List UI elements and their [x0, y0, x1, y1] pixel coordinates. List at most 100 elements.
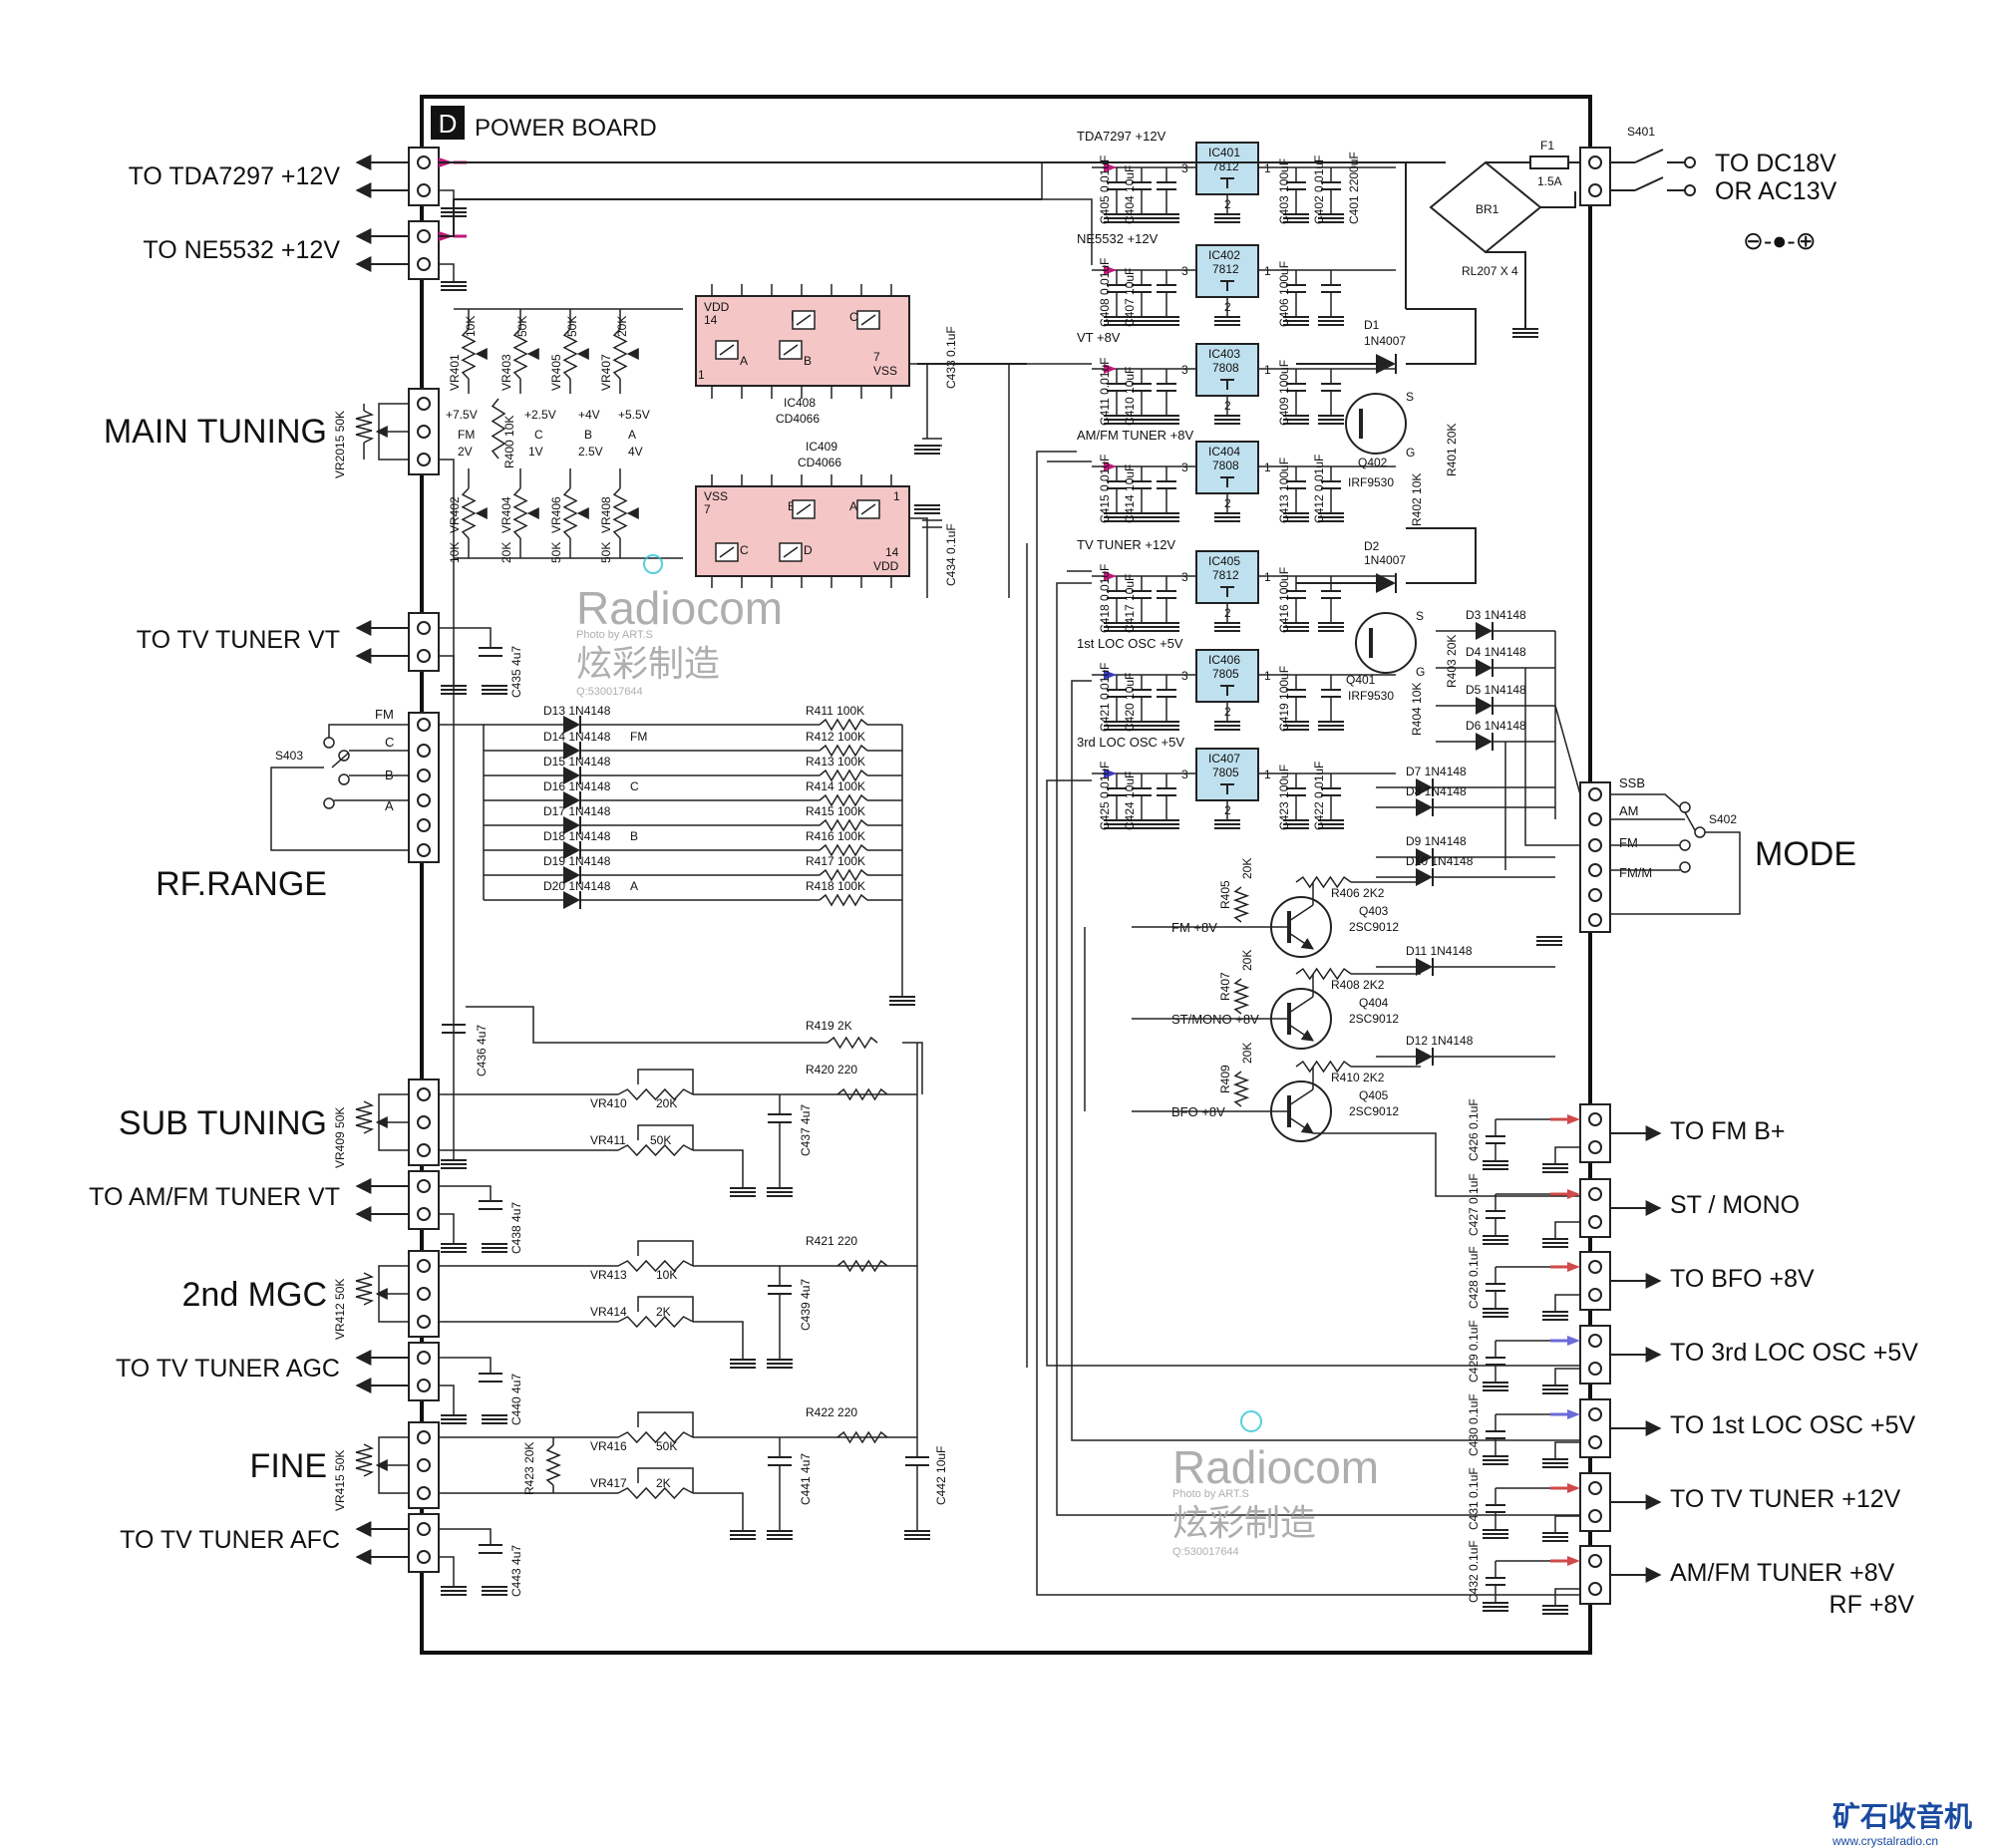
svg-text:C: C [385, 735, 394, 750]
tuning-chain: R419 2K R420 220 R421 220 R422 220 VR410… [439, 1006, 948, 1531]
watermark-1: Radiocom Photo by ART.S 炫彩制造 Q:530017644 [576, 554, 783, 698]
svg-text:Radiocom: Radiocom [576, 582, 783, 634]
footer-logo: 矿石收音机 [1832, 1800, 1972, 1832]
preset-pot-top-value: 50K [515, 316, 529, 337]
vr412-label: VR412 50K [333, 1279, 347, 1340]
sub-tuning-label: SUB TUNING [119, 1104, 327, 1142]
svg-text:C: C [849, 310, 858, 324]
svg-text:+2.5V: +2.5V [524, 408, 556, 422]
regulator-cap: C404 10uF [1123, 165, 1137, 224]
svg-text:C436 4u7: C436 4u7 [475, 1025, 489, 1077]
range-diode-tag: B [630, 829, 638, 843]
transistor-part: 2SC9012 [1349, 1104, 1399, 1118]
svg-text:A: A [849, 499, 857, 513]
svg-text:C438 4u7: C438 4u7 [509, 1202, 523, 1254]
preset-pot-bottom-value: 10K [448, 542, 462, 563]
svg-text:TO 3rd LOC OSC +5V: TO 3rd LOC OSC +5V [1670, 1339, 1918, 1367]
svg-text:VR417: VR417 [590, 1476, 627, 1490]
svg-text:G: G [1406, 446, 1415, 460]
mode-diode: D3 1N4148 [1466, 608, 1526, 622]
ground-icon [1213, 512, 1241, 522]
svg-text:50K: 50K [650, 1133, 671, 1147]
svg-text:FM: FM [1619, 835, 1638, 850]
ground-icon [1541, 1163, 1569, 1173]
preset-pot-bottom: VR406 [549, 496, 563, 533]
vr409-label: VR409 50K [333, 1107, 347, 1168]
svg-text:C441 4u7: C441 4u7 [799, 1453, 813, 1505]
pin: 1 [1264, 363, 1271, 377]
svg-text:14: 14 [885, 545, 899, 559]
ground-icon [1153, 213, 1180, 223]
ground-icon [1317, 316, 1345, 326]
left-feed-wires [439, 161, 1042, 1587]
svg-text:VR414: VR414 [590, 1305, 627, 1319]
svg-text:VR413: VR413 [590, 1268, 627, 1282]
ground-icon [1482, 1160, 1509, 1170]
svg-text:S402: S402 [1709, 812, 1737, 826]
regulator-rail: TDA7297 +12V [1077, 129, 1166, 144]
ground-icon [1482, 1529, 1509, 1539]
transistor-base-value: 20K [1240, 1043, 1254, 1064]
ground-icon [1482, 1455, 1509, 1465]
mgc-label: 2nd MGC [182, 1276, 328, 1314]
range-diode: D17 1N4148 [543, 804, 611, 818]
mode-label: MODE [1755, 835, 1856, 873]
preset-pot-bottom: VR408 [599, 496, 613, 533]
ground-icon [1213, 415, 1241, 425]
range-diode: D18 1N4148 [543, 829, 611, 843]
range-diode: D14 1N4148 [543, 730, 611, 744]
regulator-cap: C419 100uF [1277, 666, 1291, 732]
svg-text:F1: F1 [1540, 139, 1554, 153]
svg-text:IC409: IC409 [806, 440, 837, 454]
svg-text:BR1: BR1 [1476, 202, 1499, 216]
preset-pot-bottom-value: 20K [499, 542, 513, 563]
regulator-ref: IC401 [1208, 146, 1240, 159]
range-diode: D13 1N4148 [543, 704, 611, 718]
svg-text:R422 220: R422 220 [806, 1405, 857, 1419]
pin: 1 [1264, 669, 1271, 683]
svg-text:B: B [385, 768, 394, 782]
range-diode-tag: C [630, 779, 639, 793]
transistor-resistor: R406 2K2 [1331, 886, 1385, 900]
svg-text:Q401: Q401 [1346, 673, 1376, 687]
ground-icon [1153, 819, 1180, 829]
regulator-cap: C403 100uF [1277, 158, 1291, 224]
svg-text:Photo by ART.S: Photo by ART.S [1172, 1488, 1249, 1500]
regulator-cap: C407 10uF [1123, 268, 1137, 327]
board-badge-box [431, 106, 465, 140]
regulator-ref: IC407 [1208, 752, 1240, 766]
regulator-rail: NE5532 +12V [1077, 231, 1159, 246]
svg-text:A: A [385, 798, 394, 813]
svg-text:+7.5V: +7.5V [446, 408, 478, 422]
transistor-base-value: 20K [1240, 950, 1254, 971]
preset-pot-top-value: 50K [565, 316, 579, 337]
regulator-cap: C416 100uF [1277, 567, 1291, 633]
svg-text:VSS: VSS [704, 489, 728, 503]
ground-icon [1541, 1385, 1569, 1394]
regulator-part: 7805 [1212, 667, 1239, 681]
vr415-label: VR415 50K [333, 1450, 347, 1511]
svg-text:S: S [1416, 609, 1424, 623]
transistor-ref: Q404 [1359, 996, 1389, 1010]
svg-text:Q:530017644: Q:530017644 [1172, 1546, 1239, 1558]
regulator-cap: C423 100uF [1277, 765, 1291, 830]
dc-input-label-1: TO DC18V [1715, 150, 1836, 177]
svg-text:SSB: SSB [1619, 775, 1645, 790]
port-tda7297-label: TO TDA7297 +12V [129, 162, 341, 190]
mode-diode: D9 1N4148 [1406, 834, 1467, 848]
preset-pot-top: VR407 [599, 354, 613, 391]
range-resistor: R417 100K [806, 854, 865, 868]
ground-icon [1317, 415, 1345, 425]
svg-text:Photo by ART.S: Photo by ART.S [576, 629, 653, 641]
output-cap: C431 0.1uF [1467, 1467, 1481, 1530]
svg-text:B: B [804, 354, 812, 368]
svg-text:+5.5V: +5.5V [618, 408, 650, 422]
svg-text:C439 4u7: C439 4u7 [799, 1279, 813, 1331]
range-resistor: R415 100K [806, 804, 865, 818]
regulator-cap: C405 0.01uF [1098, 155, 1112, 224]
ground-icon [1541, 1238, 1569, 1248]
